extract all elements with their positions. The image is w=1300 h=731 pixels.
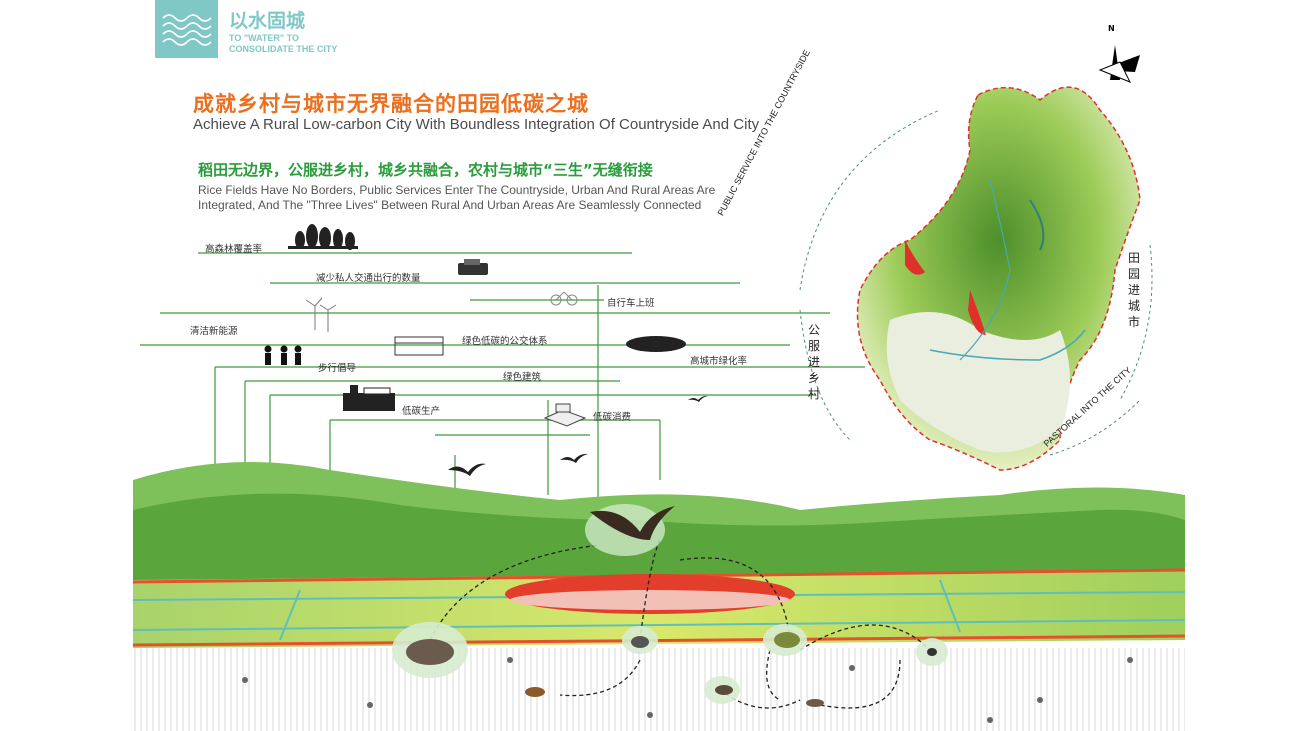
grasshopper-icon — [806, 699, 824, 707]
north-label: N — [1108, 24, 1115, 33]
bike-icon — [550, 291, 578, 306]
hedge-icon — [626, 336, 686, 352]
subtitle-english-line1: Rice Fields Have No Borders, Public Serv… — [198, 183, 716, 197]
map-side-left-label: 公服进乡村 — [808, 323, 821, 401]
logo-badge — [155, 0, 218, 58]
label-clean-energy: 清洁新能源 — [190, 326, 238, 337]
label-low-carbon-consumption: 低碳消费 — [593, 412, 632, 423]
page-title: 成就乡村与城市无界融合的田园低碳之城 — [193, 92, 589, 116]
factory-icon — [343, 385, 395, 411]
badge-subtitle-line1: TO "WATER" TO — [229, 33, 300, 43]
label-bike-commute: 自行车上班 — [607, 298, 655, 309]
label-forest-coverage: 高森林覆盖率 — [205, 244, 263, 255]
forest-trees-icon — [288, 224, 358, 250]
page-title-english: Achieve A Rural Low-carbon City With Bou… — [193, 116, 760, 133]
road-red-lower — [132, 634, 1186, 647]
eagle-icon — [585, 504, 675, 556]
label-low-carbon-production: 低碳生产 — [402, 406, 441, 417]
ground-section — [133, 648, 1185, 731]
label-walking-advocacy: 步行倡导 — [318, 363, 357, 374]
subtitle: 稻田无边界，公服进乡村，城乡共融合，农村与城市“三生”无缝衔接 — [198, 161, 653, 179]
regional-map — [856, 86, 1141, 471]
label-urban-greening: 高城市绿化率 — [690, 356, 748, 367]
badge-subtitle: TO "WATER" TO CONSOLIDATE THE CITY — [229, 33, 379, 55]
north-arrow-icon — [1098, 45, 1140, 83]
car-icon — [458, 259, 488, 275]
transit-icon — [394, 336, 444, 356]
insect-icon — [916, 638, 948, 666]
rabbit-icon — [392, 622, 468, 678]
ecology-cycle-arrows — [429, 539, 931, 709]
shop-icon — [543, 403, 587, 427]
label-green-building: 绿色建筑 — [503, 372, 542, 383]
map-cycle-arrows — [799, 109, 1153, 456]
label-green-transit: 绿色低碳的公交体系 — [462, 336, 548, 347]
subtitle-english-line2: Integrated, And The "Three Lives" Betwee… — [198, 198, 702, 212]
badge-title: 以水固城 — [229, 10, 306, 32]
subtitle-english: Rice Fields Have No Borders, Public Serv… — [198, 183, 778, 213]
wind-turbine-icon — [305, 297, 337, 332]
badge-subtitle-line2: CONSOLIDATE THE CITY — [229, 44, 338, 54]
bug-icon — [704, 676, 740, 704]
snake-icon — [622, 626, 658, 654]
mouse-icon — [525, 687, 545, 697]
label-reduce-private-transport: 减少私人交通出行的数量 — [316, 273, 421, 284]
frog-icon — [763, 624, 807, 656]
soil-insects-icon — [242, 657, 1133, 723]
walking-people-icon — [264, 345, 302, 365]
water-wave-icon — [162, 14, 212, 46]
map-side-right-label: 田园进城市 — [1128, 251, 1141, 329]
